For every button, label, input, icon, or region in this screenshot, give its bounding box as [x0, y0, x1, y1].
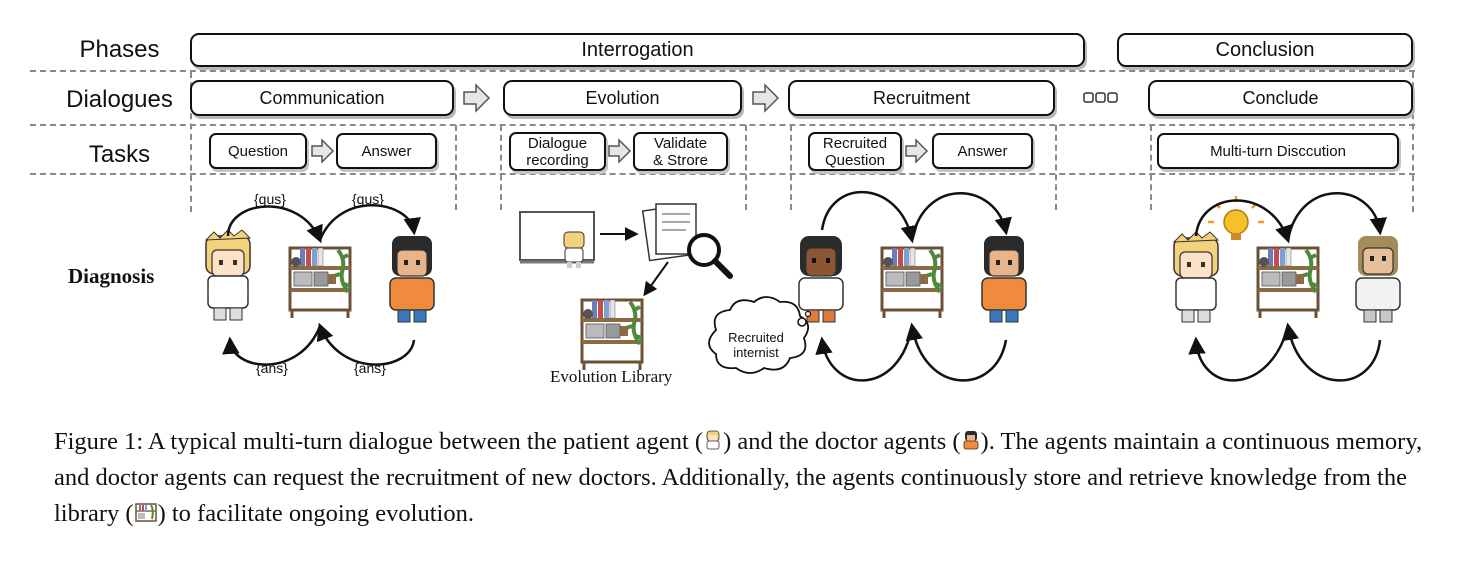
- divider-tasks: [30, 173, 1415, 175]
- dialogue-recruitment: Recruitment: [788, 80, 1055, 116]
- patient-agent-icon: [1173, 231, 1219, 323]
- divider-v6: [1055, 125, 1057, 210]
- task-recruited-question: Recruited Question: [808, 132, 902, 171]
- dialogue-conclude: Conclude: [1148, 80, 1413, 116]
- conclusion-scene: [1173, 192, 1401, 382]
- task-dialogue-recording: Dialogue recording: [509, 132, 606, 171]
- caption-part4: ) to facilitate ongoing evolution.: [157, 500, 474, 527]
- arrow-right-icon: [463, 83, 491, 113]
- task-validate-store-line1: Validate: [653, 134, 708, 152]
- task-validate-store-line2: & Strore: [652, 151, 709, 169]
- label-evolution-library: Evolution Library: [550, 367, 673, 386]
- diagnosis-illustration: [205, 191, 1401, 382]
- lightbulb-icon: [1208, 196, 1264, 240]
- divider-v5: [790, 125, 792, 210]
- task-recruited-question-line2: Question: [824, 151, 886, 169]
- figure-caption: Figure 1: A typical multi-turn dialogue …: [54, 424, 1424, 532]
- internist-agent-icon: [798, 236, 844, 323]
- label-ans-1: {ans}: [256, 360, 288, 376]
- ellipsis-icon: [1083, 92, 1118, 103]
- library-icon: [288, 246, 352, 320]
- divider-v3: [500, 125, 502, 210]
- arrow-right-icon: [311, 138, 335, 164]
- arrow-right-icon: [752, 83, 780, 113]
- doctor-agent-icon: [981, 235, 1027, 323]
- label-qus-2: {qus}: [352, 191, 384, 207]
- senior-doctor-icon: [1355, 236, 1401, 323]
- recording-agent-icon: [563, 231, 585, 268]
- documents-icon: [641, 203, 697, 262]
- dialogue-evolution: Evolution: [503, 80, 742, 116]
- doctor-agent-icon: [963, 431, 978, 450]
- divider-v4: [745, 125, 747, 210]
- label-recruited-internist: Recruited internist: [718, 330, 794, 360]
- arrow-ans-2: [222, 325, 322, 366]
- arrow-right-icon: [608, 138, 632, 164]
- task-answer-2: Answer: [932, 133, 1033, 169]
- divider-v1: [190, 72, 192, 212]
- label-ans-2: {ans}: [354, 360, 386, 376]
- divider-v8: [1412, 72, 1414, 212]
- dialogue-communication: Communication: [190, 80, 454, 116]
- task-multi-turn: Multi-turn Disccution: [1157, 133, 1399, 169]
- divider-phases: [30, 70, 1415, 72]
- patient-agent-icon: [205, 229, 251, 321]
- phase-interrogation: Interrogation: [190, 33, 1085, 67]
- library-icon: [134, 503, 157, 522]
- recruitment-scene: [708, 191, 1027, 382]
- caption-part2: ) and the doctor agents (: [723, 428, 961, 455]
- patient-agent-icon: [706, 430, 720, 450]
- row-label-phases: Phases: [79, 36, 160, 63]
- library-icon: [1256, 246, 1320, 320]
- task-recruited-question-line1: Recruited: [822, 134, 888, 152]
- thought-bubble: [708, 296, 810, 374]
- row-label-dialogues: Dialogues: [66, 86, 173, 113]
- row-label-diagnosis: Diagnosis: [68, 264, 155, 288]
- row-label-tasks: Tasks: [88, 141, 151, 168]
- caption-part3: ). The agents maintain a continuous memo…: [54, 428, 1423, 527]
- label-recruited-internist-line1: Recruited: [728, 330, 784, 345]
- task-validate-store: Validate & Strore: [633, 132, 728, 171]
- library-icon: [880, 246, 944, 320]
- arrow-right-icon: [905, 138, 929, 164]
- magnifier-icon: [687, 233, 733, 279]
- task-dialogue-recording-line1: Dialogue: [527, 134, 588, 152]
- label-qus-1: {qus}: [254, 191, 286, 207]
- evolution-scene: [519, 203, 733, 372]
- arrow-qus-2: [318, 204, 421, 241]
- evolution-library-icon: [580, 298, 644, 372]
- divider-v2: [455, 125, 457, 210]
- task-question: Question: [209, 133, 307, 169]
- label-recruited-internist-line2: internist: [733, 345, 779, 360]
- task-answer: Answer: [336, 133, 437, 169]
- divider-dialogues: [30, 124, 1415, 126]
- phase-conclusion: Conclusion: [1117, 33, 1413, 67]
- divider-v7: [1150, 125, 1152, 210]
- arrow-ans-1: [316, 322, 416, 366]
- arrow-qus-1: [226, 205, 323, 244]
- communication-scene: [205, 204, 435, 366]
- task-dialogue-recording-line2: recording: [526, 151, 589, 169]
- doctor-agent-icon: [389, 235, 435, 323]
- caption-part1: Figure 1: A typical multi-turn dialogue …: [54, 428, 704, 455]
